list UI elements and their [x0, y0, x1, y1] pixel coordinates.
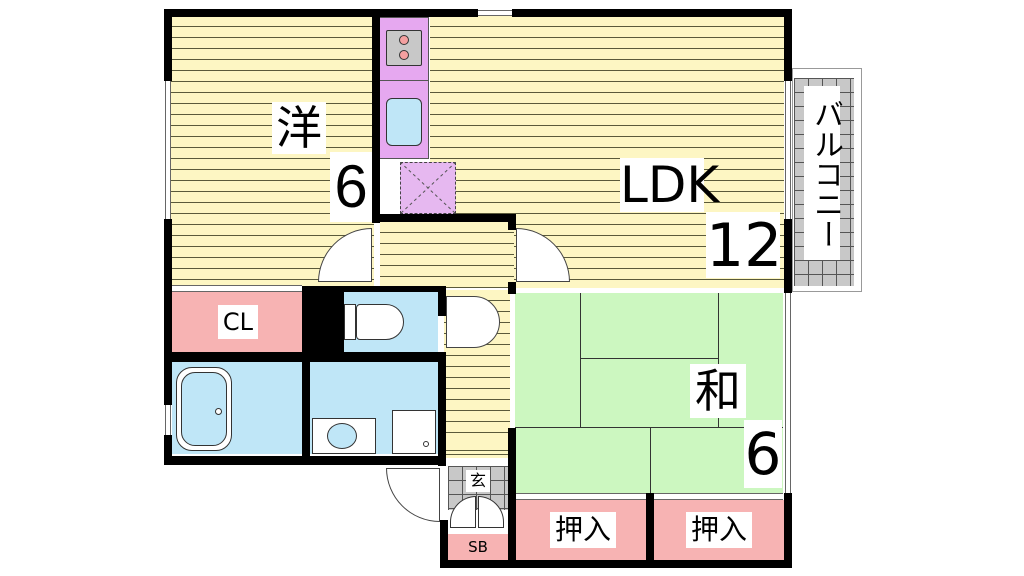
wall: [440, 560, 792, 568]
japanese-room-type-label: 和: [690, 364, 746, 418]
bathtub-icon: [176, 367, 232, 451]
wall: [164, 435, 172, 465]
ldk-floor-lower: [380, 222, 514, 288]
sink-icon: [386, 98, 422, 146]
washing-machine-space: [392, 410, 436, 454]
door-front[interactable]: [386, 468, 440, 522]
washbasin-icon: [312, 418, 376, 454]
wall: [508, 222, 516, 230]
wall: [172, 352, 446, 362]
wall: [512, 9, 792, 17]
wall: [784, 9, 792, 81]
wall: [508, 428, 516, 567]
window: [478, 10, 512, 16]
wall: [784, 493, 792, 567]
western-room-type-label: 洋: [272, 102, 326, 154]
wall: [784, 219, 792, 293]
ldk-type-label: LDK: [620, 156, 720, 214]
ldk-size: 12: [706, 211, 783, 281]
balcony-label: バルコニー: [804, 86, 843, 260]
toilet-icon: [356, 304, 404, 340]
wall: [302, 286, 344, 352]
fridge-space: [400, 162, 456, 214]
entrance-step: [446, 440, 508, 454]
japanese-room-size: 6: [744, 420, 782, 488]
wall: [164, 219, 172, 405]
stove-icon: [386, 30, 422, 66]
shoe-box-label: SB: [468, 538, 488, 556]
wall: [372, 214, 516, 222]
wall: [164, 9, 172, 81]
wall: [508, 282, 516, 294]
x-mark-icon: [400, 162, 456, 214]
wall: [646, 493, 654, 563]
entrance-door-left: [450, 496, 476, 528]
wall: [164, 9, 478, 17]
kitchen-divider: [379, 80, 429, 81]
shoe-box: [448, 534, 508, 562]
wall: [302, 362, 310, 456]
wall: [440, 520, 448, 568]
door-toilet[interactable]: [446, 296, 500, 348]
oshiire-2-label: 押入: [686, 512, 752, 548]
western-room-size: 6: [330, 152, 372, 222]
window: [165, 81, 171, 219]
closet-label: CL: [218, 305, 258, 339]
oshiire-1-label: 押入: [550, 512, 616, 548]
wall: [372, 17, 380, 223]
window: [165, 405, 171, 435]
wall: [164, 456, 446, 465]
wall: [438, 352, 446, 466]
window: [785, 293, 791, 493]
wall: [302, 286, 446, 292]
window: [785, 81, 791, 219]
wall: [438, 286, 446, 316]
entrance-label: 玄: [466, 470, 490, 492]
